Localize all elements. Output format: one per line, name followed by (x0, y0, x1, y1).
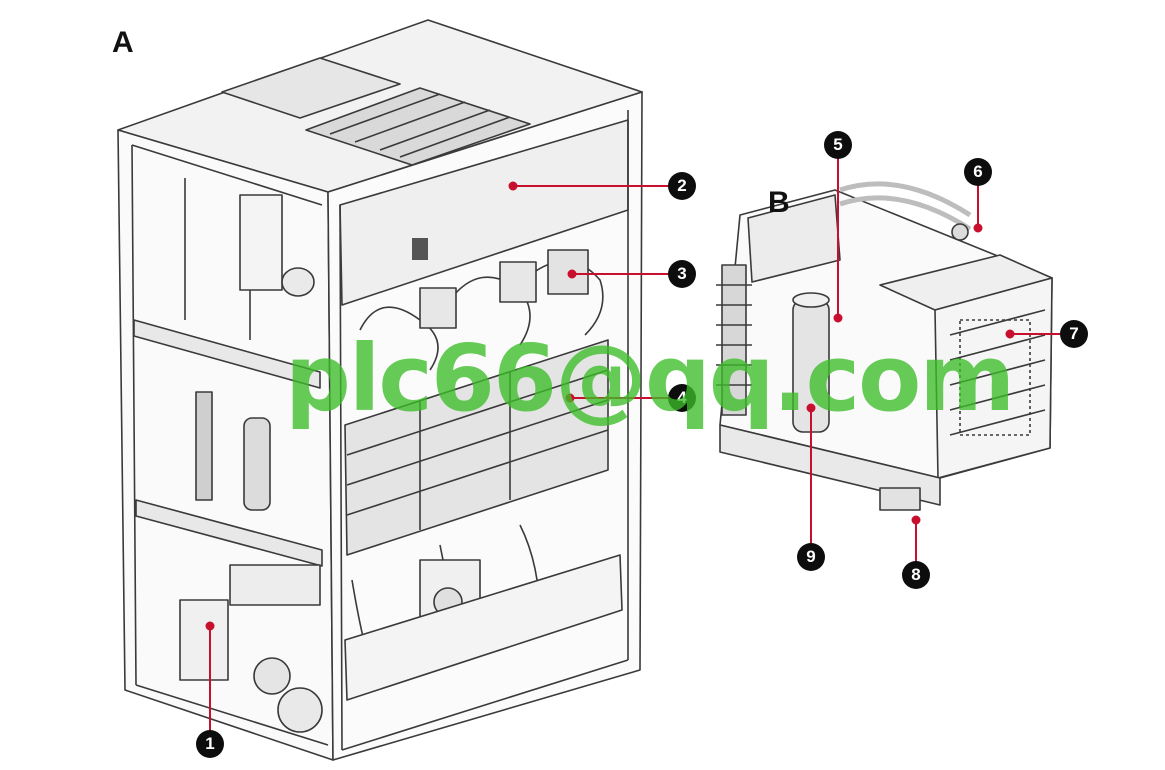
callout-8: 8 (902, 561, 930, 589)
callout-9: 9 (797, 543, 825, 571)
callout-4: 4 (668, 384, 696, 412)
panel-label-a: A (112, 26, 134, 59)
cabinet-a (117, 19, 643, 761)
module-b (716, 181, 1053, 511)
callout-7: 7 (1060, 320, 1088, 348)
callout-2: 2 (668, 172, 696, 200)
panel-label-b: B (768, 186, 790, 219)
callout-3: 3 (668, 260, 696, 288)
callout-5: 5 (824, 131, 852, 159)
callout-6: 6 (964, 158, 992, 186)
callout-1: 1 (196, 730, 224, 758)
